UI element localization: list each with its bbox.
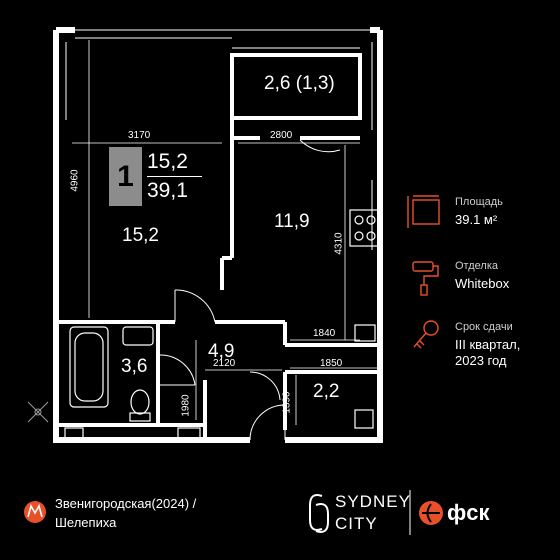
compass-icon (27, 401, 49, 423)
washer-box (354, 409, 374, 429)
door-living (174, 289, 216, 323)
dim-label-wardrobe-height: 1390 (281, 391, 293, 414)
brand-name-line1: SYDNEY (335, 492, 411, 511)
balcony-wall (230, 53, 362, 120)
stove (349, 209, 379, 247)
sink (122, 326, 154, 346)
wall-bath (56, 322, 205, 427)
area-summary: 15,2 39,1 (147, 147, 202, 205)
dim-label-wardrobe-width: 1850 (320, 358, 343, 369)
kitchen-area: 11,9 (274, 211, 310, 232)
finish-label: Отделка (455, 260, 498, 272)
living-room-area: 15,2 (122, 225, 159, 246)
deadline-value-line2: 2023 год (455, 353, 507, 368)
area-icon (407, 195, 440, 228)
outer-wall (53, 30, 250, 443)
bathtub-inner (74, 332, 104, 402)
dim-label-kitchen-width: 2800 (270, 130, 293, 141)
dim-label-living-width: 3170 (128, 130, 151, 141)
dim-label-kitchen-bottom: 1840 (313, 328, 336, 339)
window-top (75, 29, 370, 49)
metro-station-line2: Шелепиха (55, 515, 117, 530)
wardrobe-area: 2,2 (313, 381, 340, 402)
dim-label-kitchen-height: 4310 (333, 232, 345, 255)
brand-name-line2: CITY (335, 514, 378, 533)
door-wardrobe (249, 371, 281, 401)
developer-name: фск (447, 500, 490, 525)
dim-label-hall-height: 1980 (180, 394, 192, 417)
bathroom-area: 3,6 (121, 356, 148, 377)
door-entrance (249, 404, 286, 441)
wall-hall (203, 320, 285, 440)
hall-area: 4,9 (208, 341, 235, 362)
paint-roller-icon (412, 261, 439, 296)
toilet (130, 389, 150, 415)
key-icon (413, 320, 439, 349)
area-value: 39.1 м² (455, 212, 498, 227)
stove-burner-2 (366, 215, 376, 225)
wall-living-bottom (56, 256, 232, 324)
bath-niche (64, 427, 84, 439)
dim-label-hall-width: 2120 (213, 358, 236, 369)
stove-burner-4 (366, 231, 376, 241)
rooms-count-badge: 1 (109, 147, 142, 206)
badge-divider (147, 176, 202, 177)
stove-burner-1 (354, 215, 364, 225)
sydney-city-logo (309, 494, 329, 533)
metro-station-line1: Звенигородская(2024) / (55, 496, 197, 511)
stove-burner-3 (354, 231, 364, 241)
outer-wall-right (285, 30, 383, 443)
deadline-label: Срок сдачи (455, 321, 513, 333)
finish-value: Whitebox (455, 276, 510, 291)
bathtub (69, 326, 109, 408)
balcony-area: 2,6 (1,3) (264, 73, 335, 94)
door-bath (159, 354, 196, 386)
dim-label-living-height: 4960 (69, 169, 81, 192)
kitchen-sink (354, 324, 376, 342)
door-balcony (299, 139, 341, 153)
bath-niche-2 (177, 427, 201, 439)
area-label: Площадь (455, 196, 503, 208)
living-area-value: 15,2 (147, 150, 188, 173)
toilet-tank (129, 412, 151, 422)
deadline-value-line1: III квартал, (455, 337, 521, 352)
metro-icon (24, 501, 46, 523)
total-area-value: 39,1 (147, 179, 188, 202)
fsk-logo-icon (419, 501, 443, 525)
wall-kitchen-bottom (283, 322, 380, 347)
